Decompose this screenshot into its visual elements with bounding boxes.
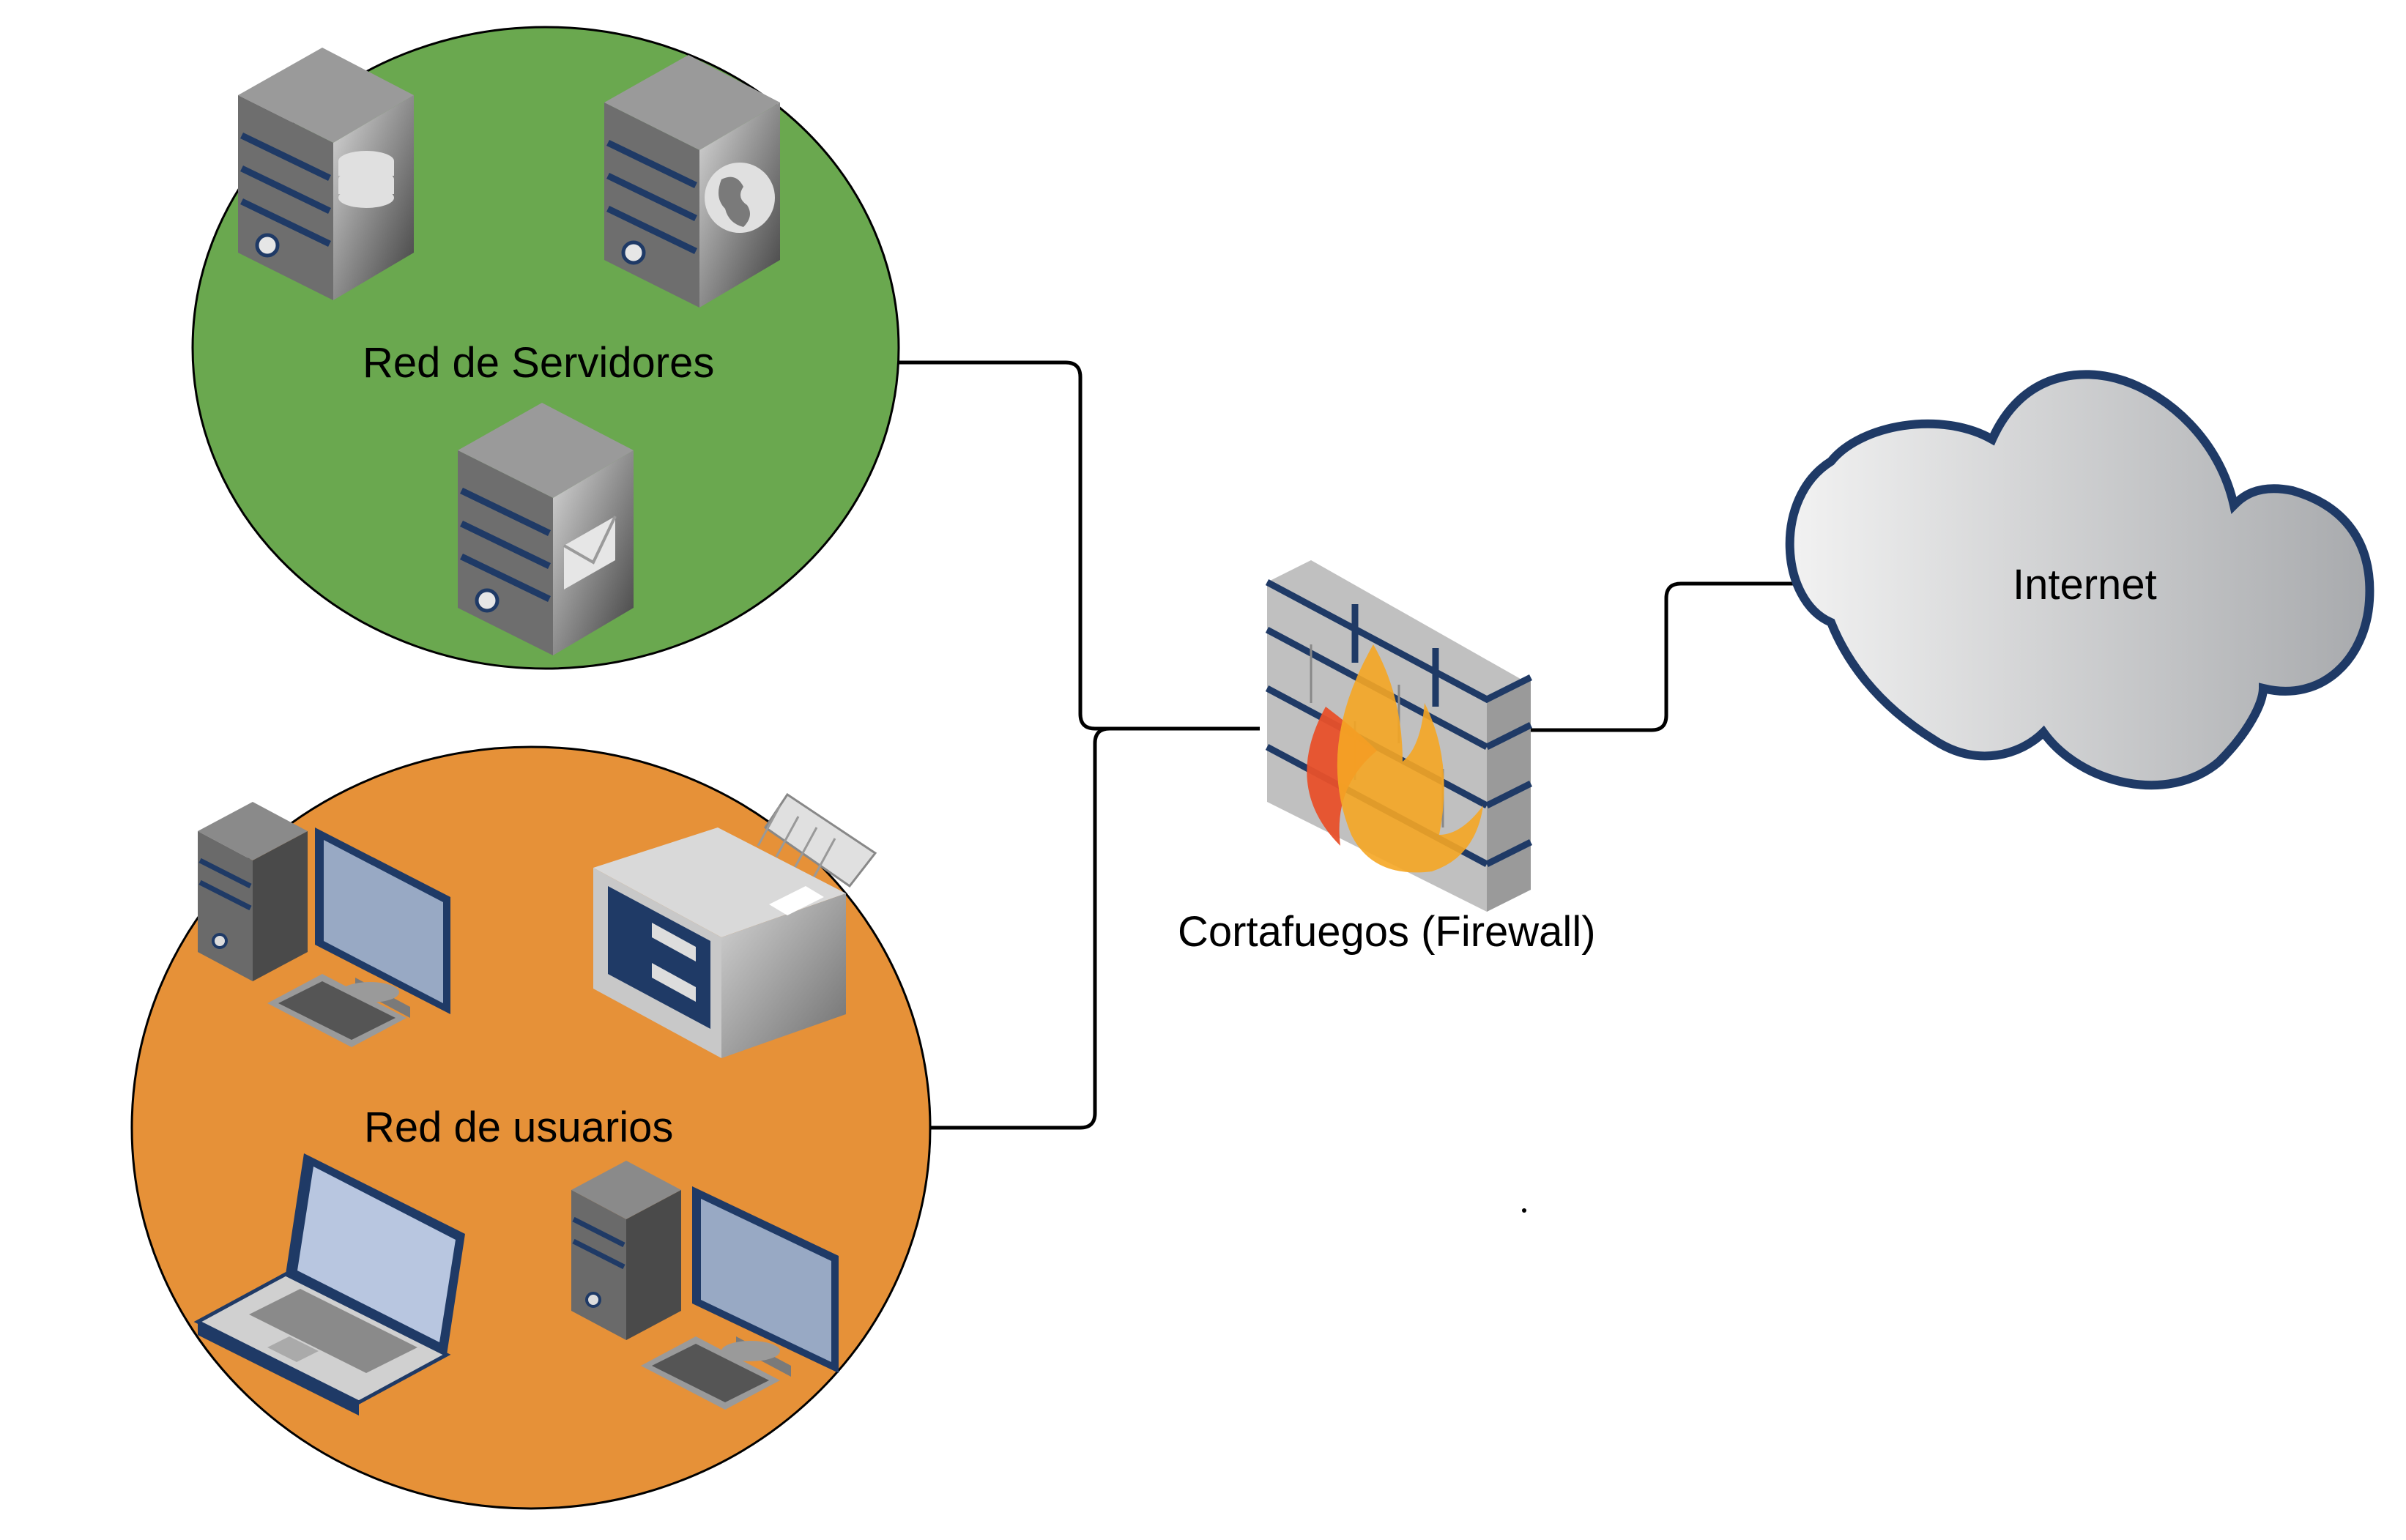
database-server-icon bbox=[238, 48, 414, 300]
link-servers-to-firewall bbox=[897, 360, 1260, 731]
mail-server-icon bbox=[458, 403, 634, 655]
connection-lines bbox=[897, 360, 1798, 1130]
printer-icon bbox=[593, 792, 877, 1058]
desktop-computer-icon bbox=[198, 802, 450, 1047]
stray-dot bbox=[1522, 1208, 1526, 1213]
link-users-to-firewall bbox=[919, 726, 1110, 1130]
firewall-icon bbox=[1265, 560, 1533, 912]
server-network-label: Red de Servidores bbox=[363, 339, 715, 387]
web-server-icon bbox=[604, 55, 780, 308]
user-network-label: Red de usuarios bbox=[364, 1104, 674, 1151]
firewall-label: Cortafuegos (Firewall) bbox=[1178, 908, 1596, 956]
cloud-icon bbox=[1785, 370, 2375, 790]
link-firewall-to-internet bbox=[1527, 581, 1798, 732]
desktop-computer-icon bbox=[571, 1161, 839, 1410]
laptop-icon bbox=[193, 1153, 465, 1416]
internet-label: Internet bbox=[2013, 561, 2157, 609]
